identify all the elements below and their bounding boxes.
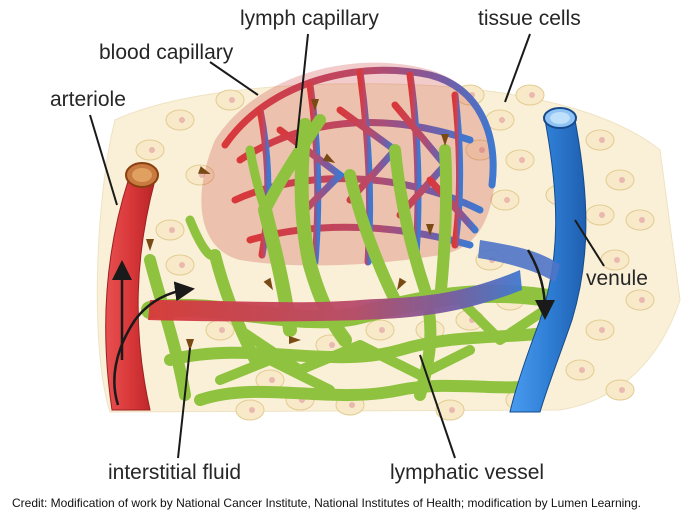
label-interstitial-fluid: interstitial fluid [108, 461, 242, 484]
fluid-arrow-icon [397, 277, 407, 291]
cell-nucleus [529, 92, 535, 98]
label-arteriole: arteriole [50, 88, 126, 111]
leader-venule [574, 219, 605, 267]
leader-lymphatic-vessel [419, 354, 456, 459]
cell-nucleus [379, 327, 385, 333]
cell-nucleus [149, 147, 155, 153]
cell-nucleus [179, 262, 185, 268]
cell-nucleus [599, 212, 605, 218]
fluid-arrow-icon [322, 153, 336, 163]
label-lymph-capillary: lymph capillary [240, 7, 379, 30]
fluid-arrow-icon [186, 339, 194, 351]
label-tissue-cells: tissue cells [478, 7, 581, 30]
cell-nucleus [249, 407, 255, 413]
cell-nucleus [519, 157, 525, 163]
fluid-arrow-icon [441, 134, 449, 146]
fluid-arrow-icon [146, 239, 154, 251]
cell-nucleus [614, 257, 620, 263]
cell-nucleus [504, 197, 510, 203]
label-blood-capillary: blood capillary [99, 41, 234, 64]
cell-nucleus [269, 377, 275, 383]
leader-blood-capillary [209, 61, 259, 96]
cell-nucleus [179, 117, 185, 123]
cell-nucleus [499, 117, 505, 123]
leader-lines [89, 33, 605, 459]
fluid-flow-arrows [146, 99, 449, 351]
leader-arteriole [89, 114, 118, 206]
leader-interstitial-fluid [177, 347, 191, 459]
fluid-arrow-icon [426, 224, 434, 236]
leader-tissue-cells [504, 33, 531, 103]
label-lymphatic-vessel: lymphatic vessel [390, 461, 545, 484]
cell-nucleus [479, 147, 485, 153]
credit-line: Credit: Modification of work by National… [12, 496, 641, 510]
cell-nucleus [449, 407, 455, 413]
fluid-arrow-icon [311, 99, 319, 111]
cell-nucleus [639, 297, 645, 303]
cell-nucleus [219, 327, 225, 333]
cell-nucleus [639, 217, 645, 223]
fluid-arrow-icon [263, 277, 273, 291]
cell-nucleus [169, 227, 175, 233]
label-venule: venule [586, 267, 648, 290]
cell-nucleus [599, 327, 605, 333]
cell-nucleus [349, 402, 355, 408]
cell-nucleus [619, 387, 625, 393]
cell-nucleus [329, 342, 335, 348]
cell-nucleus [599, 137, 605, 143]
leader-lymph-capillary [295, 33, 309, 149]
blood-flow-arrows [112, 249, 555, 406]
cell-nucleus [229, 97, 235, 103]
cell-nucleus [579, 367, 585, 373]
fluid-arrow-icon [289, 336, 301, 344]
cell-nucleus [619, 177, 625, 183]
fluid-arrow-icon [197, 166, 211, 175]
